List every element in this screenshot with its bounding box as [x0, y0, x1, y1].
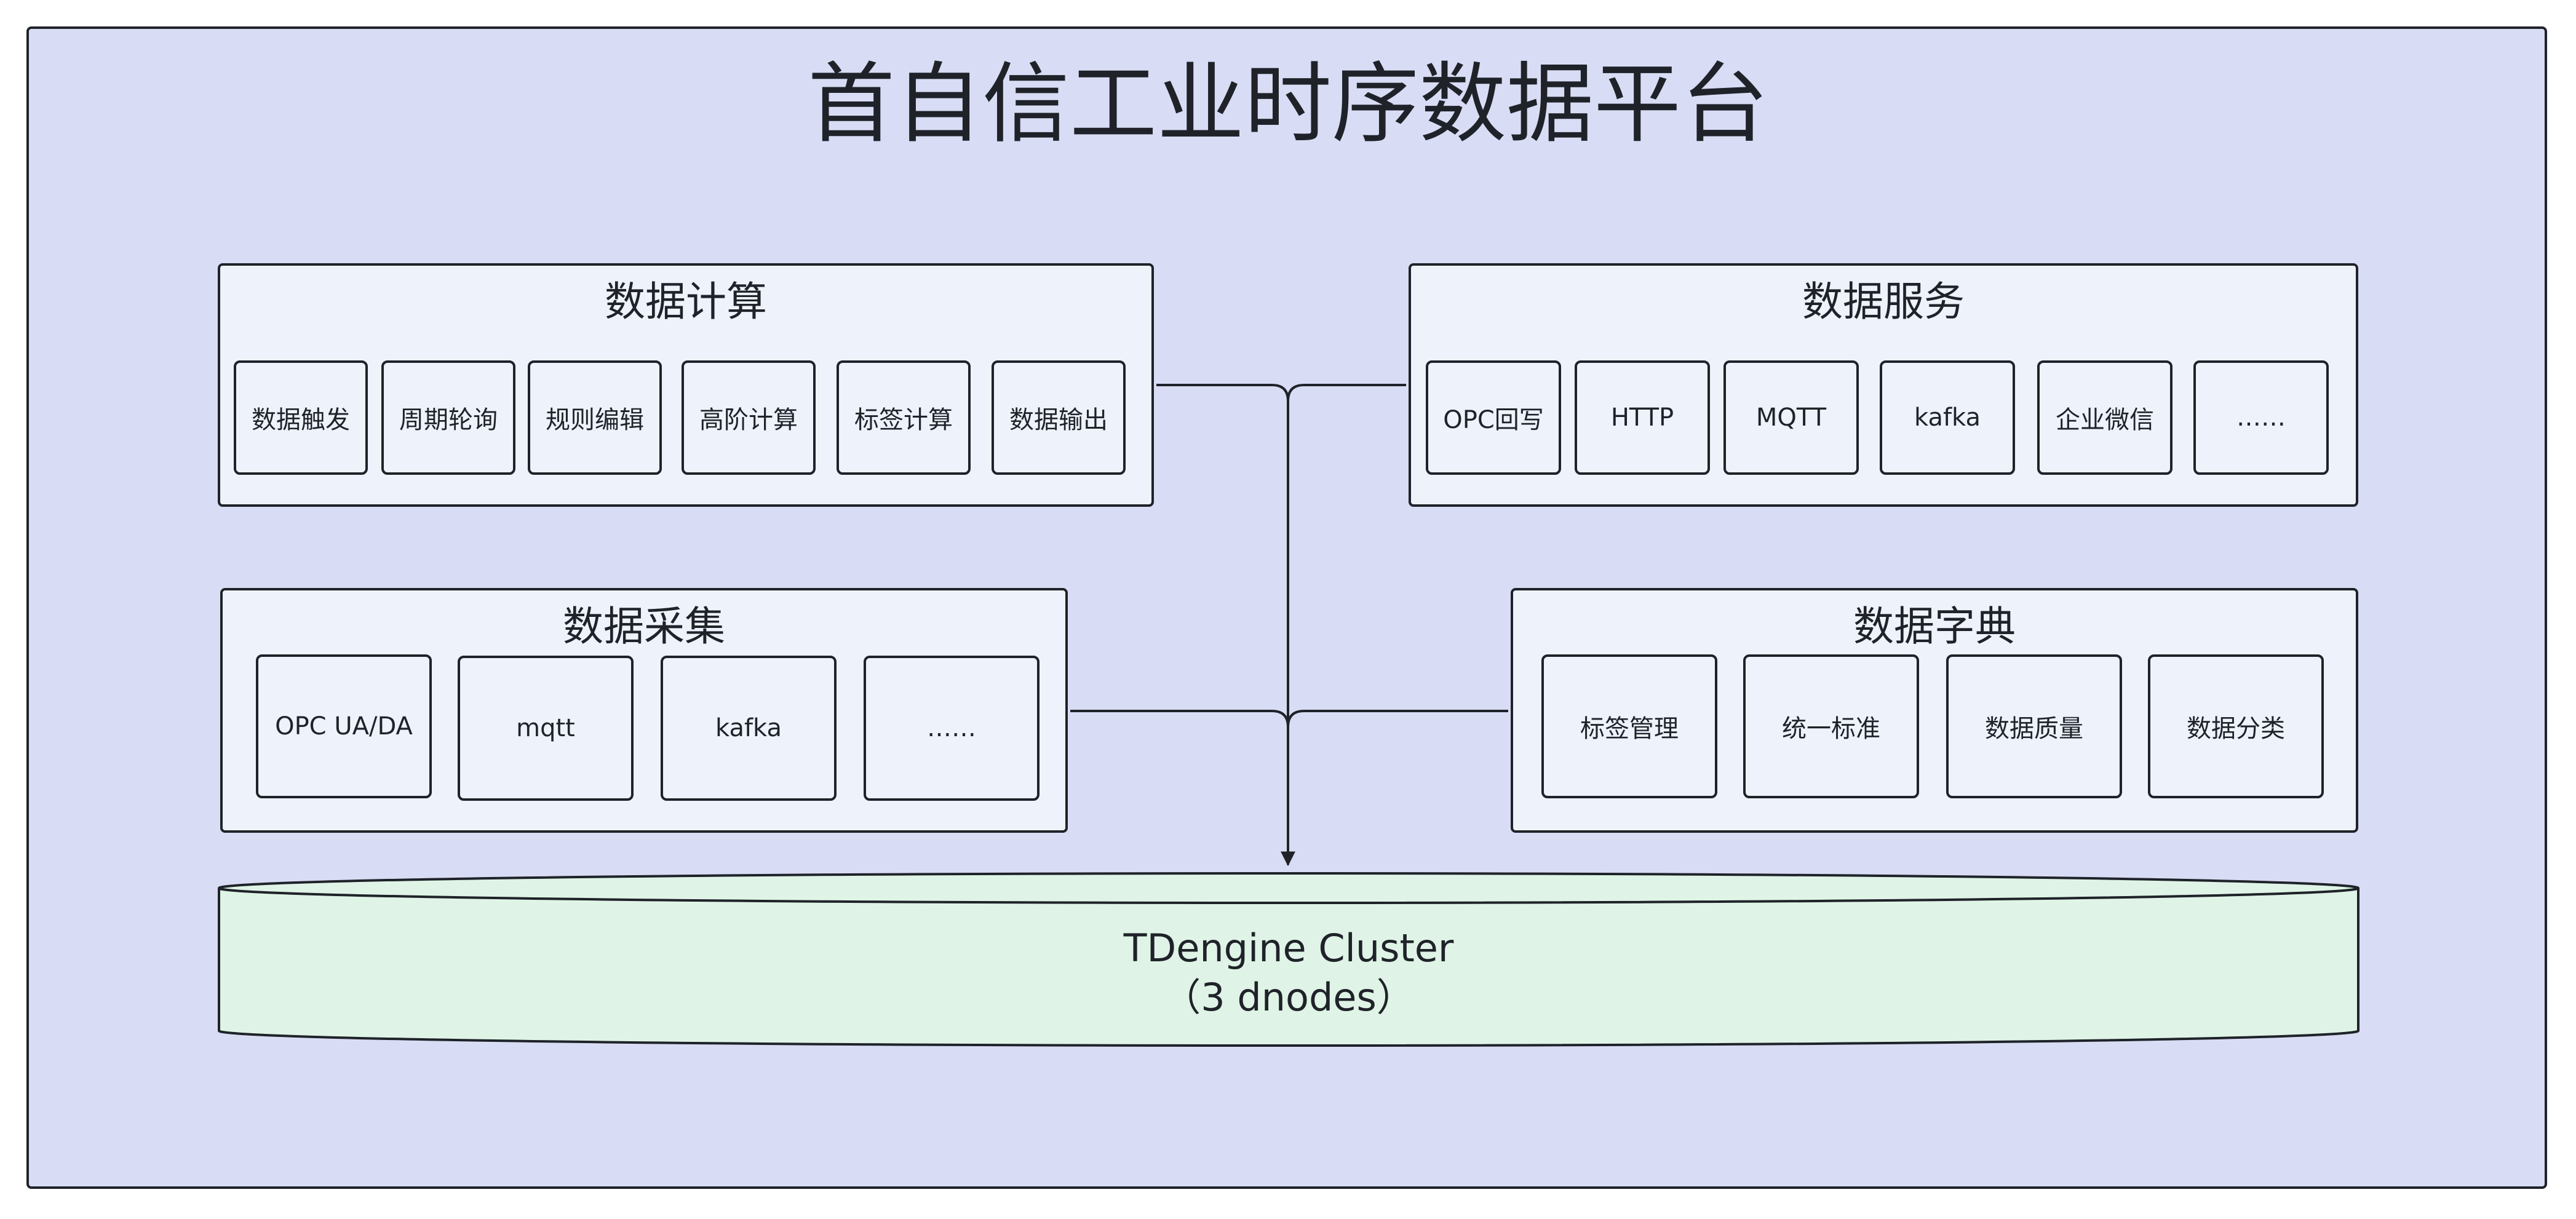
dictionary-item: 标签管理 — [1541, 654, 1717, 798]
database-name: TDengine Cluster — [1123, 926, 1454, 971]
service-item: kafka — [1880, 360, 2015, 475]
collect-item: …… — [864, 656, 1040, 801]
service-item: HTTP — [1575, 360, 1710, 475]
compute-item: 高阶计算 — [682, 360, 816, 475]
service-item: 企业微信 — [2037, 360, 2173, 475]
compute-item: 数据输出 — [992, 360, 1126, 475]
collect-item: kafka — [661, 656, 837, 801]
module-title: 数据字典 — [1853, 603, 2016, 650]
dictionary-item: 数据分类 — [2148, 654, 2324, 798]
dictionary-item: 数据质量 — [1946, 654, 2122, 798]
module-title: 数据计算 — [605, 278, 767, 325]
module-title: 数据服务 — [1802, 278, 1965, 325]
module-title: 数据采集 — [563, 603, 725, 650]
diagram-title: 首自信工业时序数据平台 — [808, 54, 1768, 155]
dictionary-item: 统一标准 — [1743, 654, 1919, 798]
service-item: OPC回写 — [1426, 360, 1561, 475]
compute-item: 标签计算 — [837, 360, 971, 475]
compute-item: 数据触发 — [234, 360, 368, 475]
collect-item: OPC UA/DA — [256, 654, 432, 798]
compute-item: 规则编辑 — [528, 360, 662, 475]
service-item: MQTT — [1723, 360, 1859, 475]
collect-item: mqtt — [458, 656, 634, 801]
database-nodes: （3 dnodes） — [1163, 975, 1415, 1020]
compute-item: 周期轮询 — [381, 360, 515, 475]
service-item: …… — [2193, 360, 2329, 475]
